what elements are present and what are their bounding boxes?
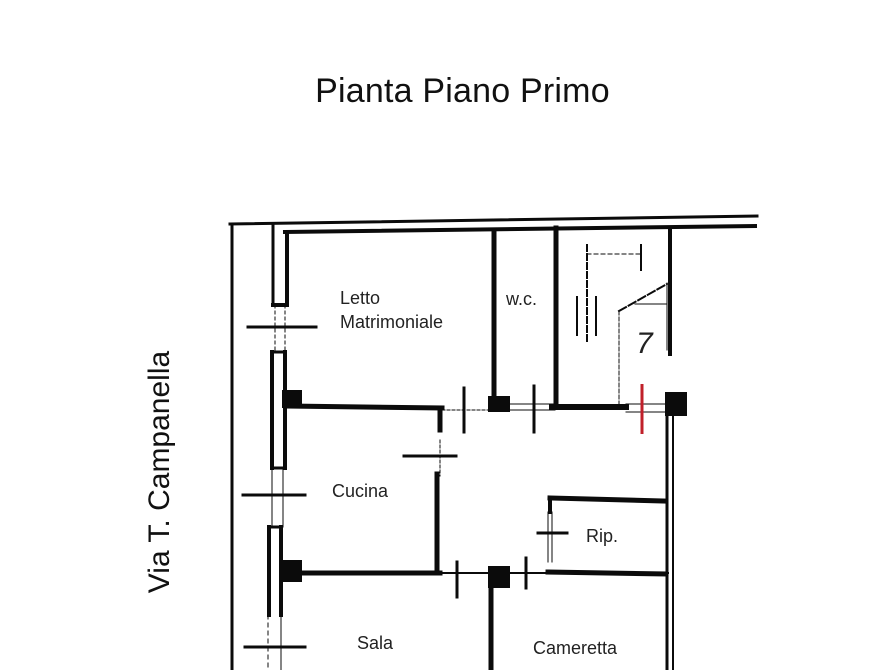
room-label-cucina: Cucina [332, 481, 389, 501]
room-label-cameretta: Cameretta [533, 638, 618, 658]
room-label-letto-line1: Letto [340, 288, 381, 308]
outer-wall-top [228, 214, 759, 226]
stair-marker: 7 [636, 327, 653, 360]
plan-title: Pianta Piano Primo [315, 72, 610, 110]
room-label-letto-line2: Matrimoniale [340, 312, 444, 332]
room-label-sala: Sala [357, 633, 394, 653]
room-label-wc: w.c. [506, 289, 538, 309]
room-label-rip: Rip. [586, 526, 619, 546]
room-label-letto: Letto Matrimoniale [340, 286, 443, 334]
